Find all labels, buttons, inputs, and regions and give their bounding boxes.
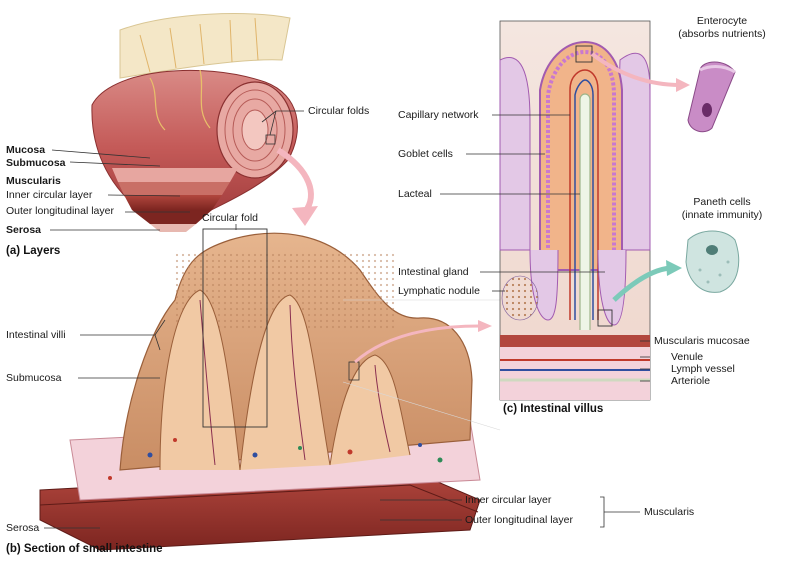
label-intestinal-villi: Intestinal villi bbox=[6, 329, 66, 341]
label-intestinal-gland: Intestinal gland bbox=[398, 266, 469, 278]
arrow-a-to-b-icon bbox=[292, 206, 318, 226]
label-submucosa-a: Submucosa bbox=[6, 157, 66, 169]
label-muscularis-mucosae: Muscularis mucosae bbox=[654, 335, 750, 347]
label-inner-circular-b: Inner circular layer bbox=[465, 494, 552, 506]
panel-b-illustration bbox=[39, 228, 481, 551]
label-submucosa-b: Submucosa bbox=[6, 372, 62, 384]
paneth-cell-icon bbox=[685, 230, 740, 293]
panel-c-illustration bbox=[499, 20, 651, 401]
label-muscularis-b: Muscularis bbox=[644, 506, 695, 518]
label-enterocyte: Enterocyte bbox=[696, 15, 748, 27]
label-paneth-cells: Paneth cells bbox=[693, 196, 751, 208]
caption-a: (a) Layers bbox=[6, 245, 61, 257]
label-inner-circular-a: Inner circular layer bbox=[6, 189, 93, 201]
label-enterocyte-desc: (absorbs nutrients) bbox=[678, 28, 766, 40]
caption-c: (c) Intestinal villus bbox=[503, 403, 604, 415]
label-lymph-vessel: Lymph vessel bbox=[671, 363, 735, 375]
label-lymphatic-nodule: Lymphatic nodule bbox=[398, 285, 480, 297]
label-arteriole: Arteriole bbox=[671, 375, 711, 387]
label-lacteal: Lacteal bbox=[398, 188, 432, 200]
label-circular-folds: Circular folds bbox=[308, 105, 370, 117]
panel-a-illustration bbox=[91, 13, 298, 232]
label-capillary-network: Capillary network bbox=[398, 109, 479, 121]
label-muscularis-a: Muscularis bbox=[6, 175, 61, 187]
leader-lines bbox=[44, 110, 650, 529]
label-serosa-b: Serosa bbox=[6, 522, 40, 534]
label-outer-longitudinal-a: Outer longitudinal layer bbox=[6, 205, 114, 217]
label-outer-longitudinal-b: Outer longitudinal layer bbox=[465, 514, 573, 526]
caption-b: (b) Section of small intestine bbox=[6, 543, 163, 555]
label-mucosa: Mucosa bbox=[6, 144, 46, 156]
label-venule: Venule bbox=[671, 351, 704, 363]
label-circular-fold: Circular fold bbox=[202, 212, 259, 224]
arrow-b-to-c-icon bbox=[478, 320, 492, 332]
label-serosa-a: Serosa bbox=[6, 224, 42, 236]
label-paneth-desc: (innate immunity) bbox=[681, 209, 763, 221]
label-goblet-cells: Goblet cells bbox=[398, 148, 453, 160]
enterocyte-cell-icon bbox=[687, 61, 736, 133]
